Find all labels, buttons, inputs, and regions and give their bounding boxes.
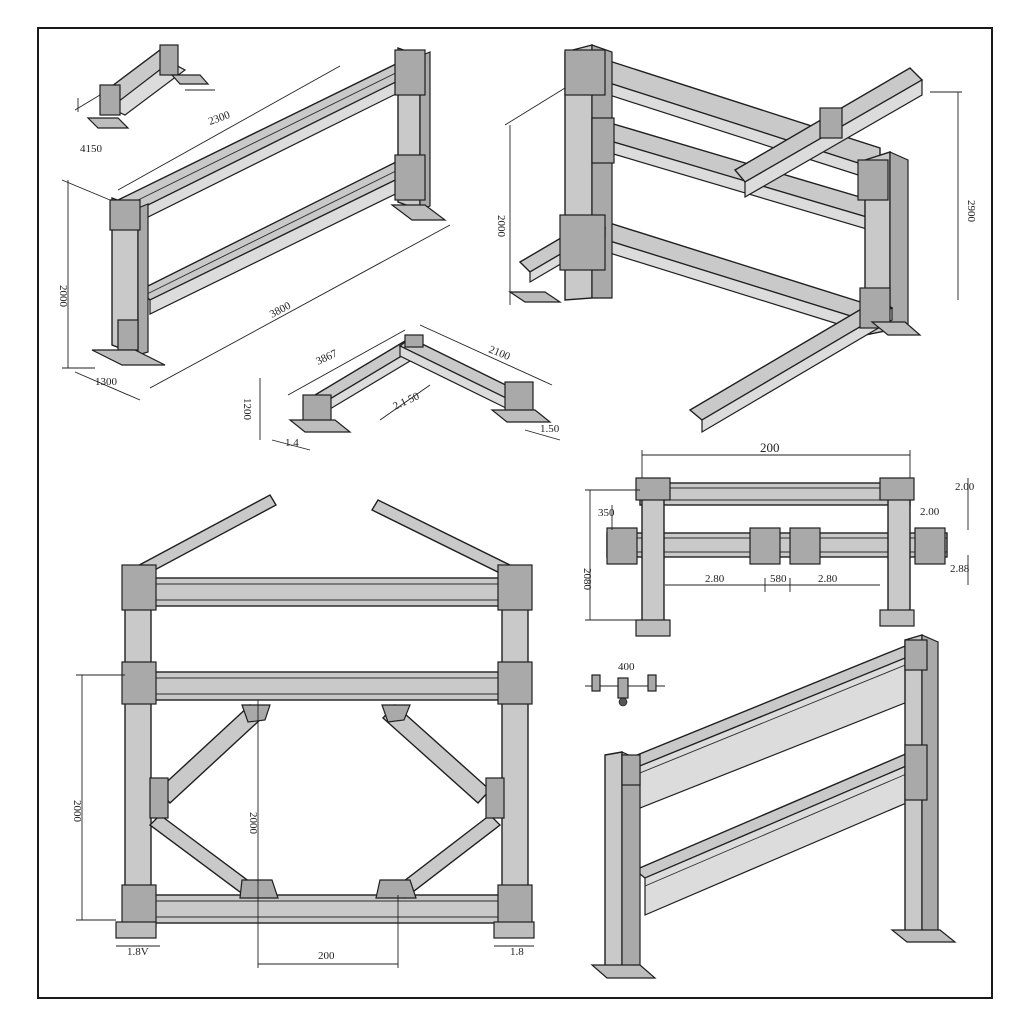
label-elev-left-height: 2080 [581, 568, 593, 591]
label-braced-base-left: 1.8V [127, 946, 149, 958]
label-left-height: 2000 [495, 215, 507, 238]
sheet-border [37, 27, 993, 999]
label-center-height: 1200 [241, 398, 253, 421]
label-braced-bottom-span: 200 [318, 950, 335, 962]
label-elev-left-small: 350 [598, 507, 615, 519]
isometric-frame-top-left: 4150 2300 2000 3800 1300 [57, 44, 451, 401]
label-elev-right-bottom: 2.88 [950, 563, 970, 575]
label-base: 1300 [95, 376, 118, 388]
label-braced-base-right: 1.8 [510, 946, 524, 958]
label-right-height: 2900 [965, 200, 977, 223]
label-seg-right: 2.80 [818, 573, 838, 585]
label-center-dim: 2.1 50 [391, 390, 421, 413]
label-braced-center-height: 2000 [247, 812, 259, 835]
isometric-beam-center: 3867 2100 2.1 50 1200 1.4 1.50 [241, 324, 561, 451]
small-beam-detail [74, 44, 215, 129]
label-right-dim: 2100 [487, 344, 512, 364]
label-detail: 400 [618, 661, 635, 673]
label-base-left: 1.4 [285, 437, 299, 449]
label-elev-right-mid: 2.00 [920, 506, 940, 518]
label-top-width: 200 [760, 440, 780, 455]
isometric-assembly-top-right: 2000 2900 [495, 44, 977, 434]
label-elev-right-top: 2.00 [955, 481, 975, 493]
label-base-right: 1.50 [540, 423, 560, 435]
label-height: 2000 [57, 285, 69, 308]
isometric-frame-bottom-right [590, 634, 957, 979]
label-left-dim: 3867 [314, 347, 339, 367]
label-braced-height: 2000 [71, 800, 83, 823]
label-seg-center: 580 [770, 573, 787, 585]
label-small-sub: 4150 [80, 143, 103, 155]
label-seg-left: 2.80 [705, 573, 725, 585]
elevation-right: 200 2080 350 2.00 2.00 2.88 [581, 440, 975, 707]
braced-frame-bottom-left: 2000 2000 200 1.8V 1.8 [71, 494, 535, 968]
label-top-length: 2300 [207, 109, 232, 128]
